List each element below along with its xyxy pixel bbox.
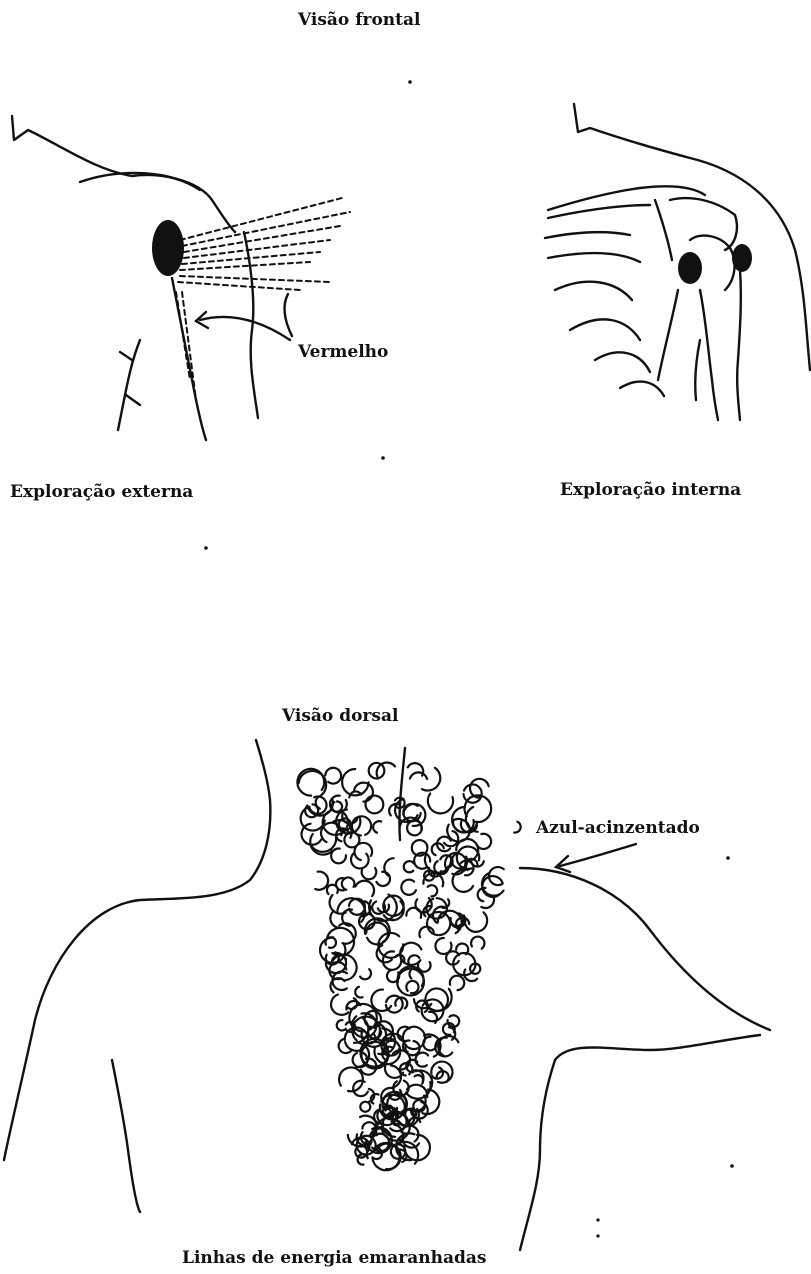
tangle-curl xyxy=(422,768,440,791)
tangle-curl xyxy=(373,821,381,833)
tangle-curl xyxy=(337,1020,345,1030)
tangle-curl xyxy=(362,868,377,879)
tangle-curl xyxy=(415,1075,424,1084)
vermelho-arrow xyxy=(196,294,292,340)
tangle-curl xyxy=(342,877,355,889)
tangled-energy-caption: Linhas de energia emaranhadas xyxy=(182,1250,486,1267)
tangle-curl xyxy=(353,1081,368,1096)
tangle-curl xyxy=(471,937,484,949)
tangle-curl xyxy=(406,981,418,993)
tangle-curl xyxy=(410,772,427,779)
tangle-curl xyxy=(416,1053,429,1067)
tangle-curl xyxy=(331,849,346,864)
external-exploration-caption: Exploração externa xyxy=(10,484,193,501)
tangle-curl xyxy=(428,794,453,814)
tangle-curl xyxy=(360,1102,370,1112)
red-spray-lines xyxy=(176,198,350,400)
tangle-curl xyxy=(360,969,371,979)
tangle-curl xyxy=(450,976,464,990)
tangle-curl xyxy=(428,885,438,896)
tangle-curl xyxy=(377,945,392,962)
tangle-curl xyxy=(325,937,336,948)
tangle-curl xyxy=(371,990,391,1011)
tangle-curl xyxy=(401,880,416,895)
frontal-view-title: Visão frontal xyxy=(298,12,421,29)
azul-acinzentado-label: Azul-acinzentado xyxy=(536,820,700,837)
tangle-curl xyxy=(325,768,341,784)
tangle-curl xyxy=(339,1067,363,1091)
tangle-curl xyxy=(449,1027,455,1040)
frontal-internal-figure xyxy=(545,104,810,420)
vermelho-label: Vermelho xyxy=(298,344,388,361)
tangled-energy-mass xyxy=(297,763,520,1171)
dorsal-figure xyxy=(4,740,770,1250)
azul-arrow xyxy=(556,844,636,872)
dorsal-view-title: Visão dorsal xyxy=(282,708,398,725)
tangle-curl xyxy=(377,872,391,886)
tangle-curl xyxy=(373,1143,400,1170)
stray-specks xyxy=(204,80,734,1237)
tangle-curl xyxy=(403,1027,425,1049)
tangle-curl xyxy=(356,881,375,896)
tangle-curl xyxy=(514,822,521,833)
tangle-curl xyxy=(477,834,491,849)
tangle-curl xyxy=(404,861,414,872)
tangle-curl xyxy=(355,987,362,998)
internal-exploration-caption: Exploração interna xyxy=(560,482,741,499)
tangle-curl xyxy=(366,796,384,814)
red-spray-marks xyxy=(152,220,184,276)
tangle-curl xyxy=(465,795,492,822)
tangle-curl xyxy=(331,995,348,1015)
tangle-curl xyxy=(315,872,328,890)
tangle-curl xyxy=(406,908,421,918)
tangle-curl xyxy=(400,818,422,831)
tangle-curl xyxy=(349,899,365,915)
tangle-curl xyxy=(327,885,338,894)
tangle-curl xyxy=(407,821,422,836)
